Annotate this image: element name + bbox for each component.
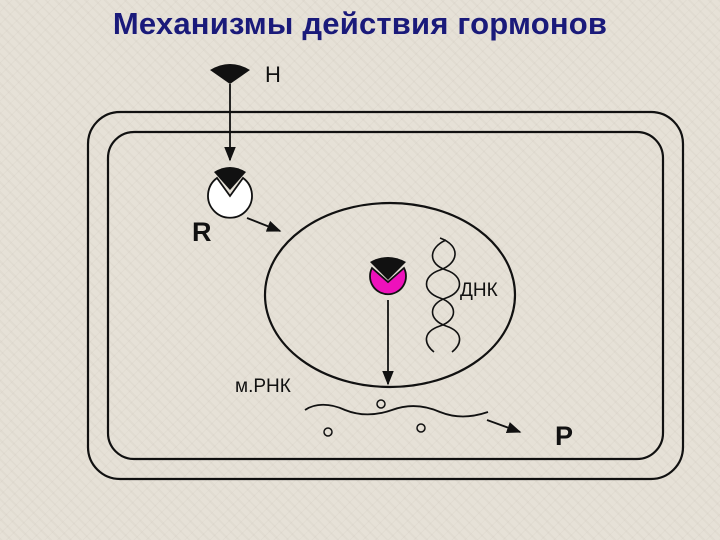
ribosome [323,427,333,437]
receptor-label: R [192,217,212,247]
activated-receptor-complex [369,266,407,296]
nucleus [263,201,517,389]
ribosome [416,423,426,433]
slide-title: Механизмы действия гормонов [112,6,608,41]
mrna-label: м.РНК [235,376,291,397]
dna-strand-2 [431,239,461,353]
hormone-label: Н [265,62,281,87]
dna-label: ДНК [460,280,498,301]
protein-label: Р [555,421,573,451]
ribosome [376,399,386,409]
bound-hormone-nuclear [370,257,406,280]
cell-membrane-outer [86,110,685,481]
complex-to-nucleus-arrow [246,217,282,232]
translation-arrow [486,419,522,433]
receptor [207,176,253,219]
cell-membrane-inner [106,130,665,461]
hormone-molecule [210,64,250,84]
dna-strand-1 [425,237,456,353]
bound-hormone [214,167,246,190]
mrna-strand [304,403,489,418]
